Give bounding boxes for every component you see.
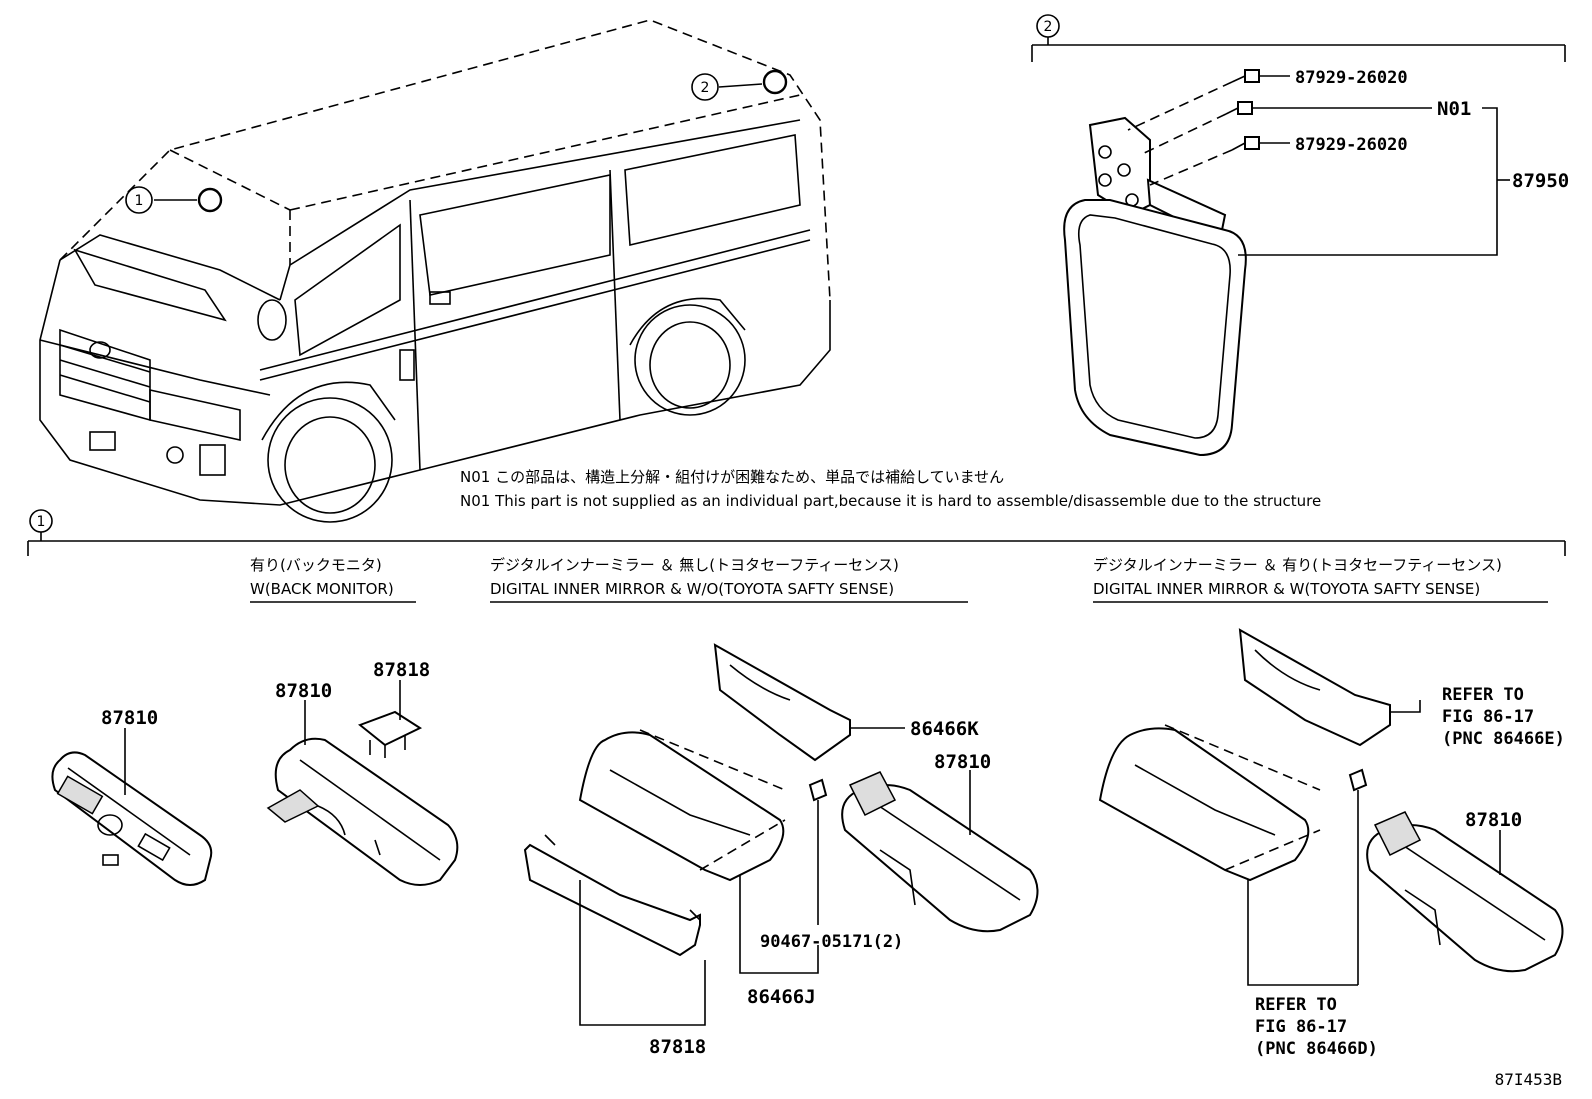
svg-text:FIG 86-17: FIG 86-17 xyxy=(1442,707,1534,727)
exterior-mirror-drawing xyxy=(1063,69,1510,457)
figure-id: 87I453B xyxy=(1495,1070,1562,1089)
svg-text:2: 2 xyxy=(1044,19,1053,35)
van-illustration xyxy=(39,19,831,523)
callout-2-header: 2 xyxy=(1031,14,1566,62)
part-number-assembly: 87950 xyxy=(1512,170,1569,192)
part-number-tray-87818: 87818 xyxy=(649,1036,706,1058)
part-number-mirror-1: 87810 xyxy=(101,707,158,729)
svg-text:DIGITAL INNER MIRROR & W/O(TOY: DIGITAL INNER MIRROR & W/O(TOYOTA SAFTY … xyxy=(490,580,894,598)
part-number-cover-86466k: 86466K xyxy=(910,718,979,740)
svg-text:(PNC 86466E): (PNC 86466E) xyxy=(1442,729,1565,749)
part-number-mirror-2: 87810 xyxy=(275,680,332,702)
callout-2-van: 2 xyxy=(691,73,719,101)
clip-section-3 xyxy=(1348,768,1368,985)
refer-to-86466d: REFER TO FIG 86-17 (PNC 86466D) xyxy=(1255,995,1378,1059)
digital-mirror-section-3 xyxy=(1366,811,1564,973)
leader-86466j xyxy=(739,875,819,974)
svg-text:REFER TO: REFER TO xyxy=(1442,685,1524,705)
cover-upper-section-3 xyxy=(1238,628,1421,747)
cover-lower-86466j xyxy=(578,729,786,882)
refer-to-86466e: REFER TO FIG 86-17 (PNC 86466E) xyxy=(1442,685,1565,749)
cover-lower-section-3 xyxy=(1098,724,1321,882)
note-english: N01 This part is not supplied as an indi… xyxy=(460,492,1321,510)
part-number-bolt-top: 87929-26020 xyxy=(1295,68,1408,88)
inner-mirror-standard xyxy=(51,728,213,886)
part-number-mirror-section-3: 87810 xyxy=(1465,809,1522,831)
callout-1-header: 1 xyxy=(27,509,1566,556)
cover-tray-87818 xyxy=(523,834,701,957)
leader-refer-86466d xyxy=(1247,880,1358,986)
svg-text:1: 1 xyxy=(135,193,144,209)
leader-87818 xyxy=(579,880,706,1026)
svg-text:デジタルインナーミラー ＆ 有り(トヨタセーフティーセンス): デジタルインナーミラー ＆ 有り(トヨタセーフティーセンス) xyxy=(1093,556,1502,574)
part-number-mirror-section-2: 87810 xyxy=(934,751,991,773)
digital-mirror-section-2 xyxy=(841,770,1039,933)
inner-mirror-back-monitor xyxy=(266,700,459,886)
part-number-bolt-bottom: 87929-26020 xyxy=(1295,135,1408,155)
svg-text:(PNC 86466D): (PNC 86466D) xyxy=(1255,1039,1378,1059)
svg-text:W(BACK MONITOR): W(BACK MONITOR) xyxy=(250,580,394,598)
clip-90467 xyxy=(808,778,828,925)
svg-text:有り(バックモニタ): 有り(バックモニタ) xyxy=(250,556,382,574)
svg-text:REFER TO: REFER TO xyxy=(1255,995,1337,1015)
callout-1-van: 1 xyxy=(125,186,153,214)
bolt-icon xyxy=(1231,136,1260,151)
svg-text:DIGITAL INNER MIRROR & W(TOYOT: DIGITAL INNER MIRROR & W(TOYOTA SAFTY SE… xyxy=(1093,580,1480,598)
bolt-icon xyxy=(1231,69,1260,83)
svg-text:FIG 86-17: FIG 86-17 xyxy=(1255,1017,1347,1037)
section-header-no-safety-sense: デジタルインナーミラー ＆ 無し(トヨタセーフティーセンス) DIGITAL I… xyxy=(490,556,968,603)
note-japanese: N01 この部品は、構造上分解・組付けが困難なため、単品では補給していません xyxy=(460,468,1004,486)
part-number-cover-86466j: 86466J xyxy=(747,986,816,1008)
svg-text:2: 2 xyxy=(701,80,710,96)
part-number-clip: 90467-05171(2) xyxy=(760,932,903,952)
note-code-label: N01 xyxy=(1437,98,1471,120)
mount-bracket-small xyxy=(357,680,423,758)
svg-text:1: 1 xyxy=(37,514,46,530)
part-number-bracket-small: 87818 xyxy=(373,659,430,681)
bolt-icon xyxy=(1225,101,1253,115)
section-header-back-monitor: 有り(バックモニタ) W(BACK MONITOR) xyxy=(250,556,416,603)
cover-upper-86466k xyxy=(713,643,905,762)
section-header-with-safety-sense: デジタルインナーミラー ＆ 有り(トヨタセーフティーセンス) DIGITAL I… xyxy=(1093,556,1548,603)
svg-text:デジタルインナーミラー ＆ 無し(トヨタセーフティーセンス): デジタルインナーミラー ＆ 無し(トヨタセーフティーセンス) xyxy=(490,556,899,574)
